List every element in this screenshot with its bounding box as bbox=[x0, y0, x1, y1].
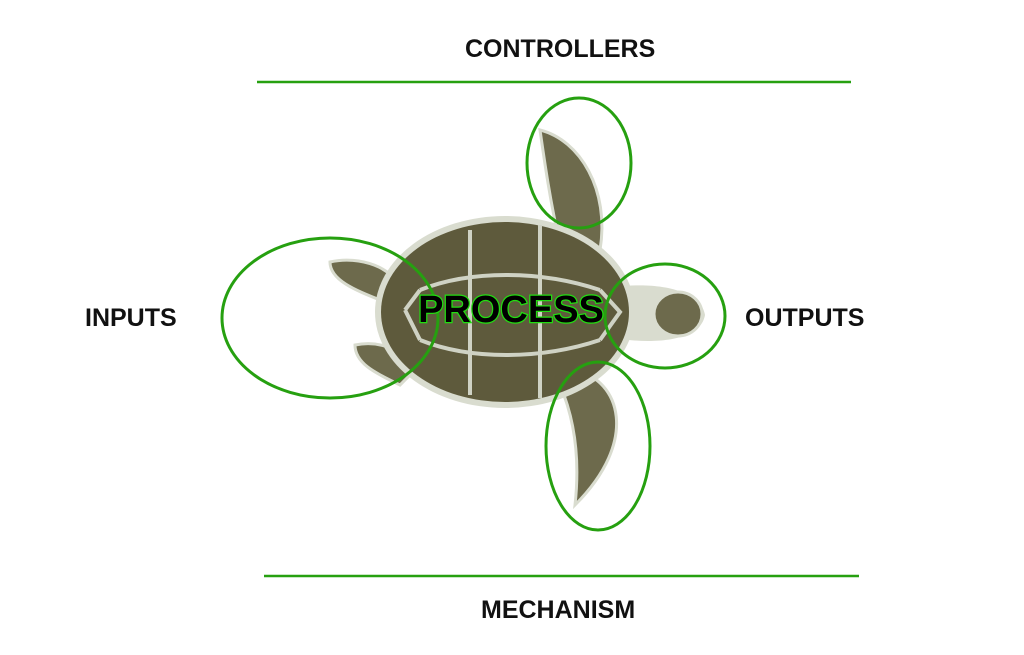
turtle-shell bbox=[381, 222, 629, 402]
controllers-ellipse bbox=[525, 96, 633, 230]
highlight-ellipses bbox=[220, 96, 727, 532]
inputs-ellipse bbox=[220, 236, 440, 400]
mechanism-ellipse bbox=[544, 360, 652, 532]
process-label: PROCESS bbox=[418, 289, 604, 331]
controllers-label: CONTROLLERS bbox=[465, 35, 656, 63]
inputs-label: INPUTS bbox=[85, 304, 177, 332]
shell-scute-lines bbox=[403, 225, 623, 398]
mechanism-label: MECHANISM bbox=[481, 596, 636, 624]
outputs-ellipse bbox=[603, 262, 727, 370]
turtle-image bbox=[328, 128, 705, 510]
outputs-label: OUTPUTS bbox=[745, 304, 865, 332]
turtle-head bbox=[652, 290, 704, 338]
back-right-flipper bbox=[558, 368, 619, 510]
